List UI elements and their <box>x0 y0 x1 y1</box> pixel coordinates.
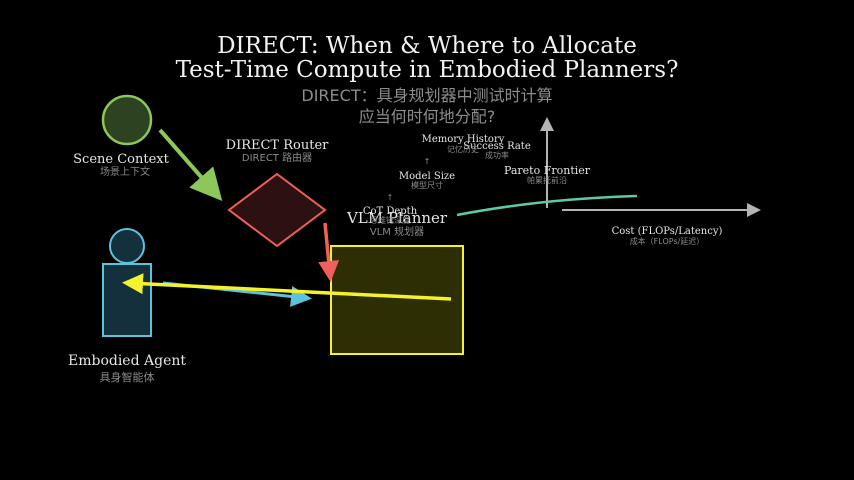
title-line-2: Test-Time Compute in Embodied Planners? <box>175 57 679 83</box>
success-rate-axis: Success Rate 成功率 <box>463 117 554 208</box>
direct-router-label: DIRECT Router <box>226 138 329 153</box>
knob-cot-depth-sublabel: 思维链深度 <box>370 215 410 225</box>
scene-context-circle <box>101 94 153 146</box>
pareto-frontier-curve <box>456 194 638 217</box>
scene-context-label: Scene Context <box>73 152 169 167</box>
pareto-frontier: Pareto Frontier 帕累托前沿 <box>456 164 638 217</box>
vlm-planner-node: VLM Planner VLM 规划器 <box>330 209 464 355</box>
cost-sublabel: 成本（FLOPs/延迟） <box>630 236 705 246</box>
knob-memory-history-sublabel: 记忆历史 <box>447 144 479 154</box>
router-to-planner-arrow <box>318 222 340 282</box>
vlm-planner-label: VLM Planner <box>346 209 448 227</box>
embodied-agent-head <box>109 228 145 264</box>
cost-label: Cost (FLOPs/Latency) <box>612 226 723 237</box>
knob-arrow-icon: ↑ <box>387 193 394 202</box>
embodied-agent-node: Embodied Agent 具身智能体 <box>68 228 186 384</box>
success-rate-sublabel: 成功率 <box>485 150 509 160</box>
knob-model-size-label: Model Size <box>399 171 455 182</box>
knob-memory-history-label: Memory History <box>422 134 505 145</box>
planner-to-agent-arrow <box>122 273 452 301</box>
pareto-frontier-label: Pareto Frontier <box>504 164 591 177</box>
success-rate-label: Success Rate <box>463 141 531 152</box>
scene-context-sublabel: 场景上下文 <box>100 165 150 178</box>
direct-router-sublabel: DIRECT 路由器 <box>242 151 312 164</box>
subtitle-line-1: DIRECT：具身规划器中测试时计算 <box>301 86 553 105</box>
knob-cot-depth-label: CoT Depth <box>363 206 418 217</box>
vlm-planner-sublabel: VLM 规划器 <box>370 225 424 238</box>
subtitle-line-2: 应当何时何地分配? <box>358 107 496 126</box>
scene-context-node: Scene Context 场景上下文 <box>73 94 170 178</box>
embodied-agent-body <box>102 263 152 337</box>
cost-axis: Cost (FLOPs/Latency) 成本（FLOPs/延迟） <box>562 203 761 246</box>
knob-arrow-icon: ↑ <box>424 157 431 166</box>
direct-router-diamond <box>227 172 327 248</box>
embodied-agent-label: Embodied Agent <box>68 353 186 369</box>
title-line-1: DIRECT: When & Where to Allocate <box>217 33 637 59</box>
scene-to-router-arrow <box>158 128 223 202</box>
direct-router-node: DIRECT Router DIRECT 路由器 <box>226 138 329 248</box>
embodied-agent-sublabel: 具身智能体 <box>100 370 155 384</box>
knob-model-size-sublabel: 模型尺寸 <box>411 180 443 190</box>
compute-knobs: Memory History 记忆历史 ↑ Model Size 模型尺寸 ↑ … <box>363 134 505 225</box>
pareto-frontier-sublabel: 帕累托前沿 <box>527 175 567 185</box>
